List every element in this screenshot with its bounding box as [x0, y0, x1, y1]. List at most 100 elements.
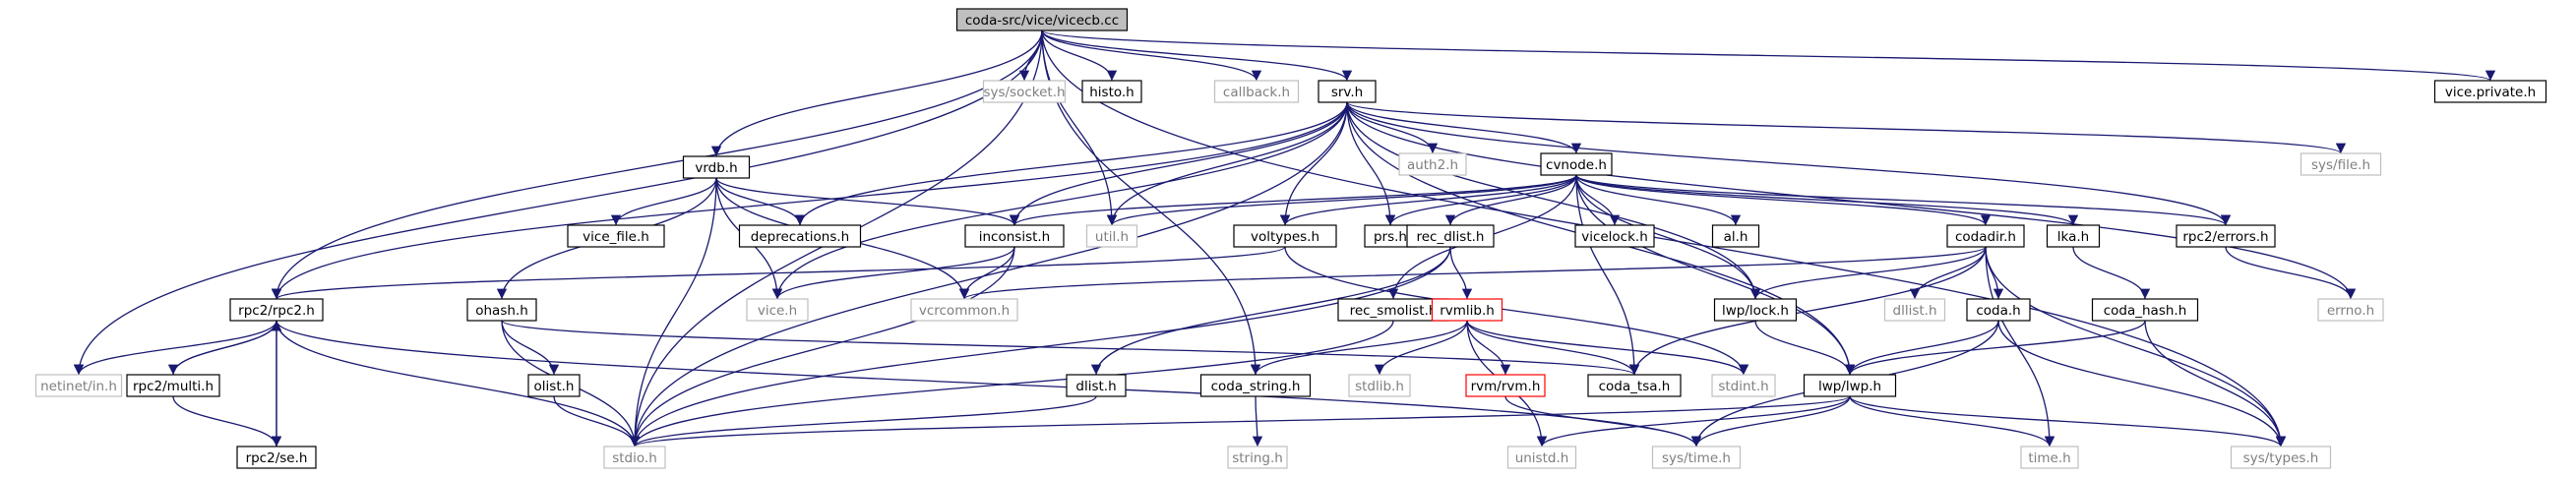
node-box [738, 224, 862, 248]
node-label: deprecations.h [751, 229, 849, 245]
edge-rec_dlist-to-dlist [1090, 246, 1451, 376]
node-box [1227, 446, 1288, 469]
edge-codadir-to-dllist [1909, 246, 1987, 300]
node-label: auth2.h [1407, 157, 1458, 173]
node-sys_types[interactable]: sys/types.h [2230, 446, 2332, 469]
node-rpc2_errors[interactable]: rpc2/errors.h [2176, 224, 2276, 248]
edge-lwp_lock-to-lwp_lwp [1754, 320, 1856, 376]
node-rvmlib[interactable]: rvmlib.h [1431, 298, 1503, 322]
edge-srv-to-errno [1346, 101, 2357, 300]
edge-rpc2_multi-to-rpc2 [172, 320, 282, 376]
node-label: rvm/rvm.h [1471, 379, 1541, 394]
node-label: lka.h [2057, 229, 2089, 245]
node-box [126, 374, 220, 397]
node-cvnode[interactable]: cvnode.h [1540, 152, 1613, 176]
node-box [1587, 374, 1682, 397]
node-label: rec_smolist.h [1350, 303, 1438, 319]
node-dllist[interactable]: dllist.h [1883, 298, 1946, 322]
node-vicelock[interactable]: vicelock.h [1574, 224, 1655, 248]
node-olist[interactable]: olist.h [527, 374, 581, 397]
node-sys_time[interactable]: sys/time.h [1651, 446, 1742, 469]
edge-srv-to-deprecations [794, 101, 1348, 226]
node-util[interactable]: util.h [1085, 224, 1138, 248]
node-stdlib[interactable]: stdlib.h [1348, 374, 1411, 397]
node-codadir[interactable]: codadir.h [1946, 224, 2025, 248]
node-sys_file[interactable]: sys/file.h [2300, 152, 2382, 176]
node-label: stdio.h [612, 450, 657, 466]
node-unistd[interactable]: unistd.h [1506, 446, 1577, 469]
node-inconsist[interactable]: inconsist.h [964, 224, 1065, 248]
edge-srv-to-rpc2 [271, 101, 1348, 300]
node-vice_private[interactable]: vice.private.h [2433, 80, 2547, 103]
node-vrdb[interactable]: vrdb.h [682, 155, 751, 179]
node-coda_string[interactable]: coda_string.h [1199, 374, 1312, 397]
node-stdint[interactable]: stdint.h [1711, 374, 1776, 397]
node-lwp_lock[interactable]: lwp/lock.h [1713, 298, 1798, 322]
node-box [955, 8, 1129, 31]
node-callback[interactable]: callback.h [1213, 80, 1300, 103]
node-al[interactable]: al.h [1711, 224, 1760, 248]
node-coda_hash[interactable]: coda_hash.h [2091, 298, 2199, 322]
node-coda_h[interactable]: coda.h [1966, 298, 2031, 322]
edge-inconsist-to-stdio [629, 246, 1015, 447]
edge-vrdb-to-deprecations [715, 177, 806, 226]
node-dlist[interactable]: dlist.h [1066, 374, 1127, 397]
node-box [1651, 446, 1742, 469]
node-label: coda_hash.h [2104, 303, 2187, 319]
edge-cvnode-to-coda_tsa [1575, 174, 1640, 376]
node-rec_smolist[interactable]: rec_smolist.h [1337, 298, 1449, 322]
node-ohash[interactable]: ohash.h [466, 298, 537, 322]
node-box [34, 374, 123, 397]
node-label: ohash.h [475, 303, 528, 319]
node-time[interactable]: time.h [2020, 446, 2079, 469]
node-vice_file[interactable]: vice_file.h [567, 224, 665, 248]
node-vicecb[interactable]: coda-src/vice/vicecb.cc [955, 8, 1129, 31]
edge-srv-to-voltypes [1279, 101, 1348, 226]
edge-cvnode-to-inconsist [1010, 174, 1577, 226]
node-srv[interactable]: srv.h [1318, 80, 1377, 103]
node-rpc2[interactable]: rpc2/rpc2.h [229, 298, 324, 322]
edge-voltypes-to-rpc2 [272, 246, 1286, 300]
node-label: vicelock.h [1581, 229, 1648, 245]
node-coda_tsa[interactable]: coda_tsa.h [1587, 374, 1682, 397]
node-auth2[interactable]: auth2.h [1398, 152, 1467, 176]
node-box [1506, 446, 1577, 469]
node-string[interactable]: string.h [1227, 446, 1288, 469]
node-rpc2_se[interactable]: rpc2/se.h [236, 446, 317, 469]
node-label: cvnode.h [1546, 157, 1607, 173]
node-label: callback.h [1223, 85, 1290, 100]
edge-srv-to-inconsist [1009, 101, 1348, 226]
node-label: lwp/lock.h [1722, 303, 1789, 319]
node-label: inconsist.h [979, 229, 1051, 245]
edge-srv-to-util [1106, 101, 1348, 226]
edge-cvnode-to-rec_dlist [1444, 174, 1577, 226]
node-box [1883, 298, 1946, 322]
node-sys_socket[interactable]: sys/socket.h [982, 80, 1067, 103]
node-label: prs.h [1374, 229, 1407, 245]
node-deprecations[interactable]: deprecations.h [738, 224, 862, 248]
node-netinet_in[interactable]: netinet/in.h [34, 374, 123, 397]
node-rvm_rvm[interactable]: rvm/rvm.h [1465, 374, 1546, 397]
edge-rpc2-to-stdio [276, 320, 641, 447]
node-stdio[interactable]: stdio.h [603, 446, 666, 469]
node-label: dlist.h [1075, 379, 1116, 394]
edge-lka-to-coda_hash [2072, 246, 2151, 300]
node-label: coda-src/vice/vicecb.cc [965, 13, 1119, 29]
node-rec_dlist[interactable]: rec_dlist.h [1406, 224, 1495, 248]
node-rpc2_multi[interactable]: rpc2/multi.h [126, 374, 220, 397]
edge-voltypes-to-stdint [1284, 246, 1749, 376]
node-voltypes[interactable]: voltypes.h [1233, 224, 1337, 248]
node-label: rpc2/multi.h [133, 379, 214, 394]
node-lka[interactable]: lka.h [2046, 224, 2101, 248]
node-errno[interactable]: errno.h [2317, 298, 2384, 322]
node-vice[interactable]: vice.h [746, 298, 809, 322]
node-box [2230, 446, 2332, 469]
node-box [1348, 374, 1411, 397]
edge-vicecb-to-netinet_in [73, 30, 1043, 376]
node-label: rpc2/errors.h [2182, 229, 2268, 245]
node-histo[interactable]: histo.h [1081, 80, 1142, 103]
node-vcrcommon[interactable]: vcrcommon.h [910, 298, 1018, 322]
node-lwp_lwp[interactable]: lwp/lwp.h [1803, 374, 1897, 397]
node-label: rec_dlist.h [1417, 229, 1485, 245]
edge-rvmlib-to-stdlib [1374, 320, 1468, 376]
